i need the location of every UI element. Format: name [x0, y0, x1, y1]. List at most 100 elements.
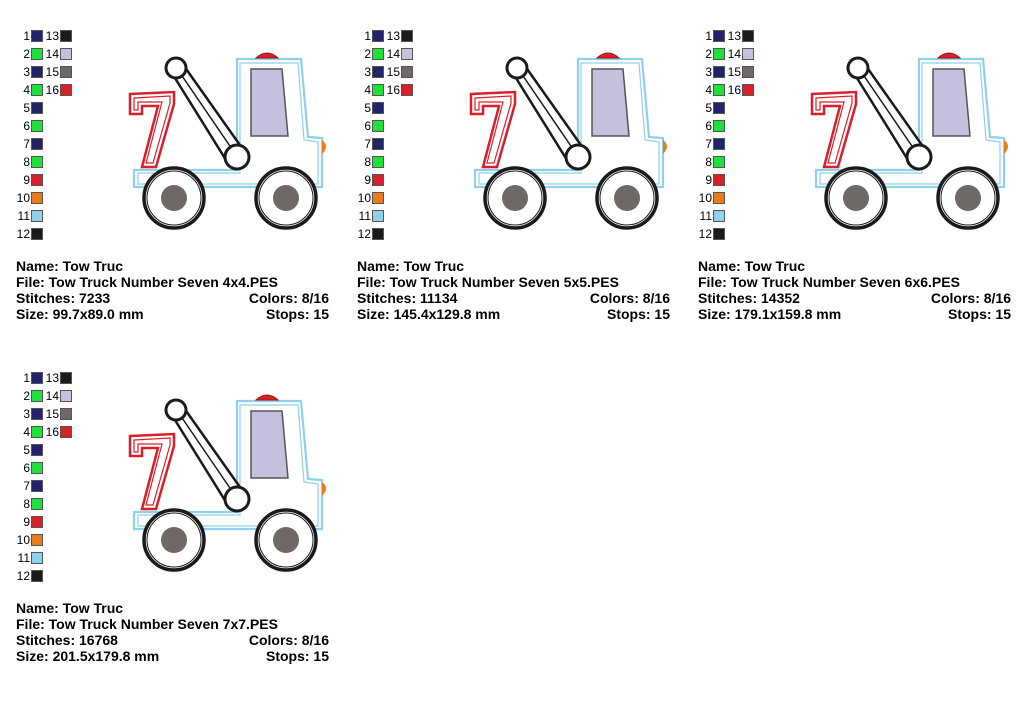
palette-index: 5	[23, 101, 30, 115]
design-size: Size: 201.5x179.8 mm	[16, 648, 160, 664]
palette-swatch	[713, 84, 725, 96]
palette-index: 3	[705, 65, 712, 79]
number-seven	[810, 90, 858, 169]
roof-light	[254, 394, 280, 401]
palette-row: 12	[696, 225, 766, 243]
design-colors: Colors: 8/16	[930, 290, 1011, 306]
palette-index: 7	[23, 479, 30, 493]
palette-row: 9	[14, 513, 84, 531]
palette-row: 12	[355, 225, 425, 243]
palette-index: 8	[705, 155, 712, 169]
hub-front	[273, 527, 299, 553]
palette-swatch	[60, 30, 72, 42]
palette-index: 1	[23, 29, 30, 43]
palette-index: 9	[23, 515, 30, 529]
palette-index: 16	[386, 83, 400, 97]
palette-row: 7	[696, 135, 766, 153]
palette-row: 5	[14, 99, 84, 117]
design-info: Name: Tow Truc File: Tow Truck Number Se…	[698, 258, 1011, 322]
palette-swatch	[742, 66, 754, 78]
palette-index: 13	[727, 29, 741, 43]
palette-index: 13	[45, 371, 59, 385]
palette-index: 5	[705, 101, 712, 115]
design-stops: Stops: 15	[947, 306, 1011, 322]
palette-index: 7	[364, 137, 371, 151]
design-name: Name: Tow Truc	[357, 258, 465, 274]
palette-swatch	[713, 174, 725, 186]
palette-swatch	[372, 156, 384, 168]
design-info: Name: Tow Truc File: Tow Truck Number Se…	[16, 258, 329, 322]
crane-pulley-top	[846, 56, 870, 80]
design-name: Name: Tow Truc	[16, 600, 124, 616]
tow-truck-design-icon	[810, 52, 1008, 230]
palette-row: 6	[696, 117, 766, 135]
palette-swatch	[713, 210, 725, 222]
design-name: Name: Tow Truc	[16, 258, 124, 274]
bumper-light	[322, 140, 326, 154]
palette-index: 10	[16, 191, 30, 205]
palette-swatch	[713, 30, 725, 42]
crane-pulley-bottom	[905, 143, 933, 171]
palette-swatch	[60, 390, 72, 402]
palette-swatch	[372, 102, 384, 114]
design-size: Size: 99.7x89.0 mm	[16, 306, 144, 322]
palette-swatch	[742, 84, 754, 96]
palette-row: 10	[696, 189, 766, 207]
palette-swatch	[31, 102, 43, 114]
palette-row: 11	[14, 549, 84, 567]
palette-swatch	[60, 426, 72, 438]
hub-front	[273, 185, 299, 211]
palette-row: 5	[696, 99, 766, 117]
palette-index: 12	[16, 569, 30, 583]
palette-index: 6	[705, 119, 712, 133]
palette-swatch	[401, 48, 413, 60]
hub-rear	[161, 527, 187, 553]
palette-swatch	[60, 372, 72, 384]
palette-swatch	[713, 156, 725, 168]
palette-row: 6	[14, 459, 84, 477]
palette-index: 2	[23, 389, 30, 403]
cab-window	[250, 68, 289, 137]
roof-light	[936, 52, 962, 59]
palette-row: 10	[355, 189, 425, 207]
palette-row: 8	[14, 495, 84, 513]
palette-swatch	[31, 480, 43, 492]
design-file: File: Tow Truck Number Seven 5x5.PES	[357, 274, 619, 290]
palette-index: 12	[698, 227, 712, 241]
palette-swatch	[31, 66, 43, 78]
palette-index: 5	[364, 101, 371, 115]
bumper-light	[663, 140, 667, 154]
palette-index: 6	[364, 119, 371, 133]
hub-rear	[843, 185, 869, 211]
cab-window	[250, 410, 289, 479]
palette-row: 11	[355, 207, 425, 225]
palette-swatch	[31, 84, 43, 96]
palette-index: 6	[23, 461, 30, 475]
palette-row: 6	[355, 117, 425, 135]
design-stops: Stops: 15	[265, 648, 329, 664]
palette-swatch	[372, 228, 384, 240]
palette-swatch	[31, 498, 43, 510]
palette-swatch	[372, 66, 384, 78]
palette-index: 7	[705, 137, 712, 151]
palette-index: 2	[23, 47, 30, 61]
palette-swatch	[60, 408, 72, 420]
palette-index: 8	[23, 497, 30, 511]
bumper-light	[322, 482, 326, 496]
palette-index: 4	[23, 83, 30, 97]
palette-row: 5	[14, 441, 84, 459]
palette-row: 9	[14, 171, 84, 189]
palette-index: 6	[23, 119, 30, 133]
palette-swatch	[31, 444, 43, 456]
palette-index: 3	[23, 407, 30, 421]
